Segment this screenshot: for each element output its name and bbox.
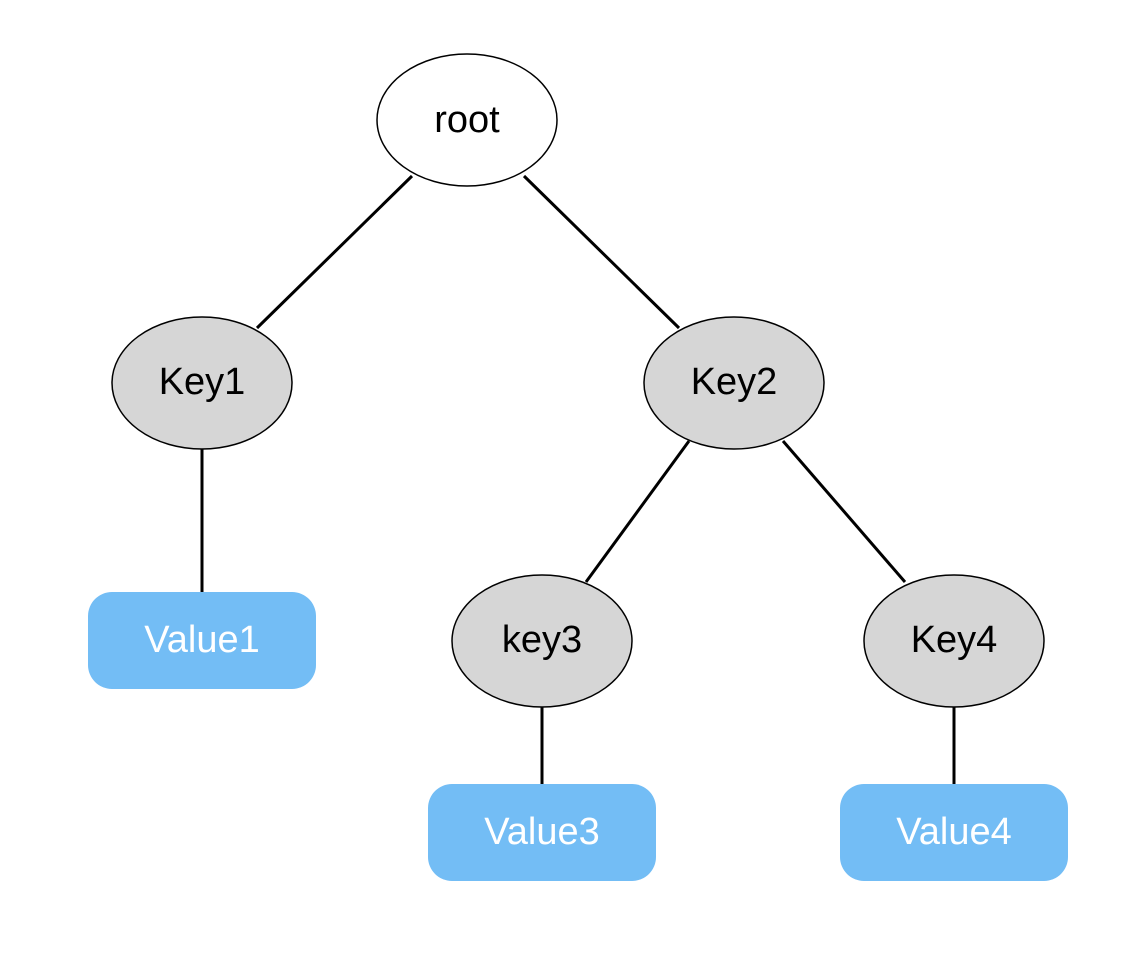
node-value4: Value4 [840, 784, 1068, 881]
node-value1-label: Value1 [144, 619, 260, 661]
edge-root-key2 [522, 174, 681, 330]
edges [200, 174, 956, 784]
node-value1-shape [88, 592, 316, 689]
node-root: root [376, 53, 558, 187]
node-key3-shape [451, 574, 633, 708]
node-value1: Value1 [88, 592, 316, 689]
node-value3: Value3 [428, 784, 656, 881]
node-key3: key3 [451, 574, 633, 708]
node-root-shape [376, 53, 558, 187]
node-value3-label: Value3 [484, 811, 600, 853]
node-key1-label: Key1 [159, 361, 246, 403]
edge-key2-key3 [584, 440, 691, 583]
node-key4: Key4 [863, 574, 1045, 708]
node-key3-label: key3 [502, 619, 582, 661]
node-value4-shape [840, 784, 1068, 881]
node-key1-shape [111, 316, 293, 450]
node-key1: Key1 [111, 316, 293, 450]
edge-root-key1 [255, 174, 414, 330]
node-key4-shape [863, 574, 1045, 708]
edge-key2-key4 [781, 440, 907, 583]
node-key4-label: Key4 [911, 619, 998, 661]
node-value3-shape [428, 784, 656, 881]
node-root-label: root [434, 99, 500, 141]
node-key2-shape [643, 316, 825, 450]
node-value4-label: Value4 [896, 811, 1012, 853]
node-key2-label: Key2 [691, 361, 778, 403]
node-key2: Key2 [643, 316, 825, 450]
